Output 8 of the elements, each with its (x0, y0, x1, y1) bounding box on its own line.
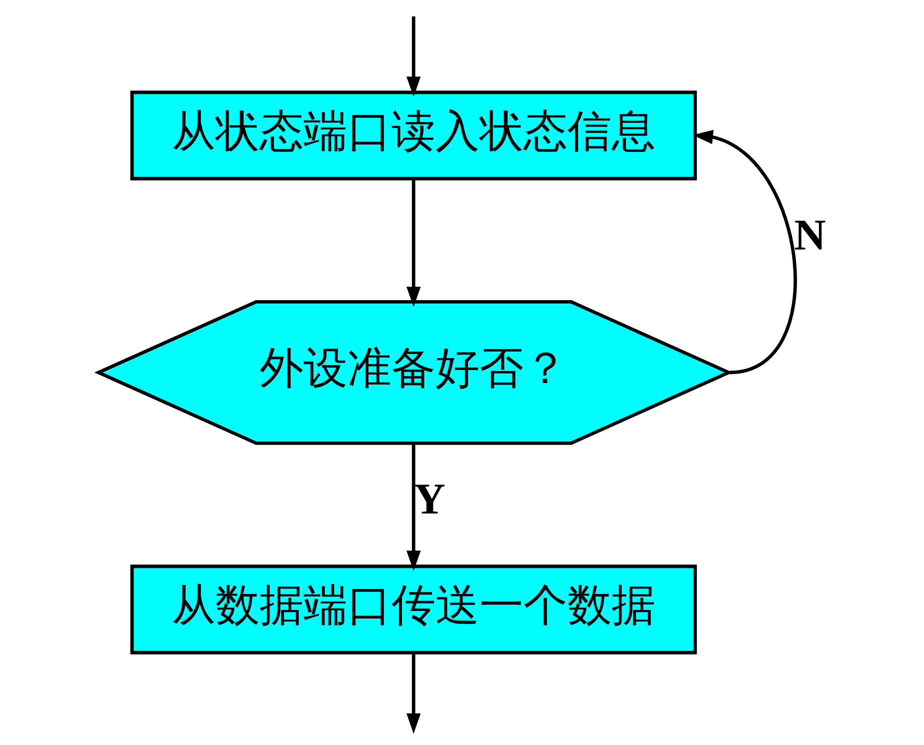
arrow (406, 16, 420, 97)
arrow (692, 130, 796, 374)
arrow (406, 652, 420, 734)
node-box: 从数据端口传送一个数据 (130, 564, 696, 654)
node-box: 从状态端口读入状态信息 (130, 90, 696, 180)
arrow (406, 443, 420, 571)
edge-label: N (794, 210, 826, 260)
arrow (406, 178, 420, 308)
